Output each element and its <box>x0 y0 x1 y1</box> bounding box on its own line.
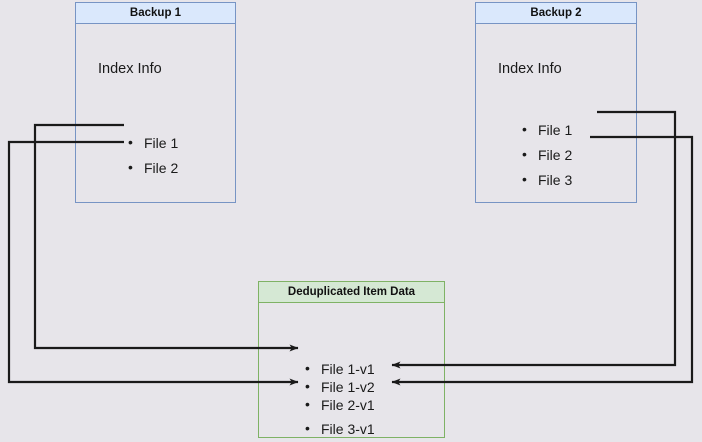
deduplicated-item-data-box[interactable]: Deduplicated Item Data File 1-v1 File 1-… <box>258 281 445 438</box>
list-item[interactable]: File 2 <box>522 146 572 164</box>
deduplicated-file-list: File 1-v1 File 1-v2 File 2-v1 File 3-v1 <box>305 360 375 438</box>
backup-2-file-list: File 1 File 2 File 3 <box>522 121 572 189</box>
list-item[interactable]: File 1-v1 <box>305 360 375 378</box>
backup-2-box[interactable]: Backup 2 Index Info File 1 File 2 File 3 <box>475 2 637 203</box>
list-item[interactable]: File 2 <box>128 159 178 177</box>
list-item[interactable]: File 1 <box>128 134 178 152</box>
backup-2-body: Index Info File 1 File 2 File 3 <box>475 24 637 203</box>
list-item[interactable]: File 3 <box>522 171 572 189</box>
list-item[interactable]: File 1-v2 <box>305 378 375 396</box>
backup-1-box[interactable]: Backup 1 Index Info File 1 File 2 <box>75 2 236 203</box>
deduplicated-item-data-header: Deduplicated Item Data <box>258 281 445 303</box>
backup-1-file-list: File 1 File 2 <box>128 134 178 177</box>
backup-1-header: Backup 1 <box>75 2 236 24</box>
list-item[interactable]: File 3-v1 <box>305 420 375 438</box>
list-item[interactable]: File 2-v1 <box>305 396 375 414</box>
list-item[interactable]: File 1 <box>522 121 572 139</box>
backup-1-body: Index Info File 1 File 2 <box>75 24 236 203</box>
backup-1-index-info-label: Index Info <box>98 61 162 77</box>
backup-2-index-info-label: Index Info <box>498 61 562 77</box>
backup-2-header: Backup 2 <box>475 2 637 24</box>
deduplicated-item-data-body: File 1-v1 File 1-v2 File 2-v1 File 3-v1 <box>258 303 445 438</box>
